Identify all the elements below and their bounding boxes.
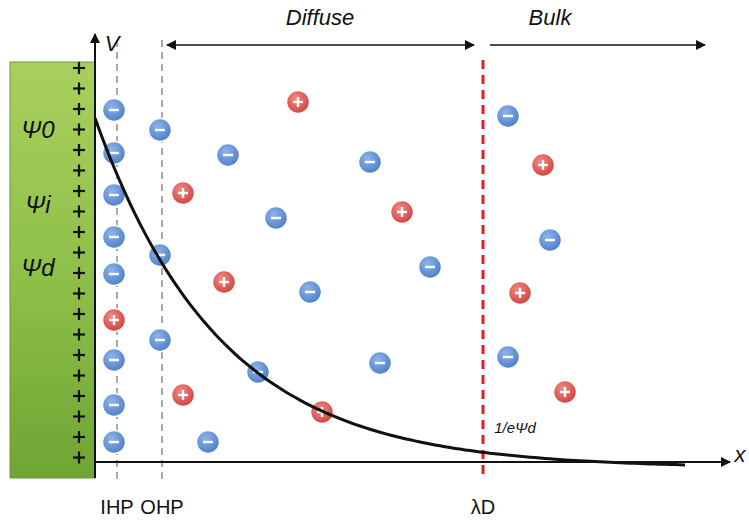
plus-sign xyxy=(223,277,225,287)
cation xyxy=(103,309,126,332)
plus-sign xyxy=(519,288,521,298)
potential-label: Ψd xyxy=(21,255,54,281)
minus-sign xyxy=(109,273,119,275)
minus-sign xyxy=(223,154,233,156)
anion xyxy=(103,99,126,122)
potential-label: Ψ0 xyxy=(21,117,54,143)
plus-sign xyxy=(78,103,80,115)
diffuse-arrow xyxy=(167,44,474,46)
cation xyxy=(509,282,532,305)
plus-sign xyxy=(542,160,544,170)
plus-sign xyxy=(78,390,80,402)
anion xyxy=(359,151,382,174)
anion xyxy=(497,346,520,369)
plus-sign xyxy=(113,315,115,325)
anion xyxy=(149,119,172,142)
length-label: λD xyxy=(471,496,495,518)
plane-label: OHP xyxy=(140,496,183,518)
anion xyxy=(265,207,288,230)
anion xyxy=(103,226,126,249)
region-label: Diffuse xyxy=(286,6,354,30)
plus-sign xyxy=(78,267,80,279)
anion xyxy=(217,144,240,167)
plus-sign xyxy=(401,207,403,217)
bulk-arrow xyxy=(490,44,705,46)
anion xyxy=(103,431,126,454)
minus-sign xyxy=(109,441,119,443)
potential-label: Ψi xyxy=(25,192,50,218)
plane-label: IHP xyxy=(100,496,133,518)
minus-sign xyxy=(109,236,119,238)
minus-sign xyxy=(155,339,165,341)
plus-sign xyxy=(182,188,184,198)
electrode-plate xyxy=(10,62,95,478)
minus-sign xyxy=(545,239,555,241)
potential-curve xyxy=(95,118,685,465)
anion xyxy=(539,229,562,252)
plus-sign xyxy=(78,411,80,423)
plus-sign xyxy=(78,62,80,74)
plus-sign xyxy=(297,97,299,107)
cation xyxy=(532,154,555,177)
axis-label: V xyxy=(105,32,120,56)
minus-sign xyxy=(203,441,213,443)
v-axis xyxy=(94,34,96,478)
plus-sign xyxy=(78,308,80,320)
anion xyxy=(497,105,520,128)
plus-sign xyxy=(78,349,80,361)
cation xyxy=(172,384,195,407)
cation xyxy=(172,182,195,205)
minus-sign xyxy=(109,359,119,361)
anion xyxy=(369,352,392,375)
plus-sign xyxy=(78,247,80,259)
potential-label: 1/eΨd xyxy=(492,420,538,437)
plus-sign xyxy=(78,83,80,95)
minus-sign xyxy=(155,129,165,131)
minus-sign xyxy=(503,356,513,358)
ions xyxy=(103,91,577,454)
minus-sign xyxy=(109,152,119,154)
plus-sign xyxy=(78,288,80,300)
plus-sign xyxy=(78,165,80,177)
minus-sign xyxy=(109,404,119,406)
plus-sign xyxy=(78,144,80,156)
plus-sign xyxy=(78,185,80,197)
anion xyxy=(103,394,126,417)
plus-sign xyxy=(182,390,184,400)
anion xyxy=(299,281,322,304)
axis-label: x xyxy=(735,443,746,467)
minus-sign xyxy=(425,266,435,268)
anion xyxy=(149,329,172,352)
anion xyxy=(103,263,126,286)
plus-sign xyxy=(78,329,80,341)
plus-sign xyxy=(78,370,80,382)
debye-length-line xyxy=(482,60,485,480)
cation xyxy=(287,91,310,114)
plus-sign xyxy=(78,431,80,443)
plus-sign xyxy=(78,206,80,218)
cation xyxy=(213,271,236,294)
minus-sign xyxy=(305,291,315,293)
minus-sign xyxy=(109,194,119,196)
cation xyxy=(391,201,414,224)
plus-sign xyxy=(78,226,80,238)
minus-sign xyxy=(375,362,385,364)
plus-sign xyxy=(564,387,566,397)
minus-sign xyxy=(503,115,513,117)
cation xyxy=(554,381,577,404)
plus-sign xyxy=(78,124,80,136)
minus-sign xyxy=(365,161,375,163)
plus-sign xyxy=(78,452,80,464)
anion xyxy=(419,256,442,279)
surface-charges xyxy=(73,62,85,464)
anion xyxy=(103,349,126,372)
anion xyxy=(197,431,220,454)
minus-sign xyxy=(271,217,281,219)
minus-sign xyxy=(109,109,119,111)
region-label: Bulk xyxy=(529,6,572,30)
